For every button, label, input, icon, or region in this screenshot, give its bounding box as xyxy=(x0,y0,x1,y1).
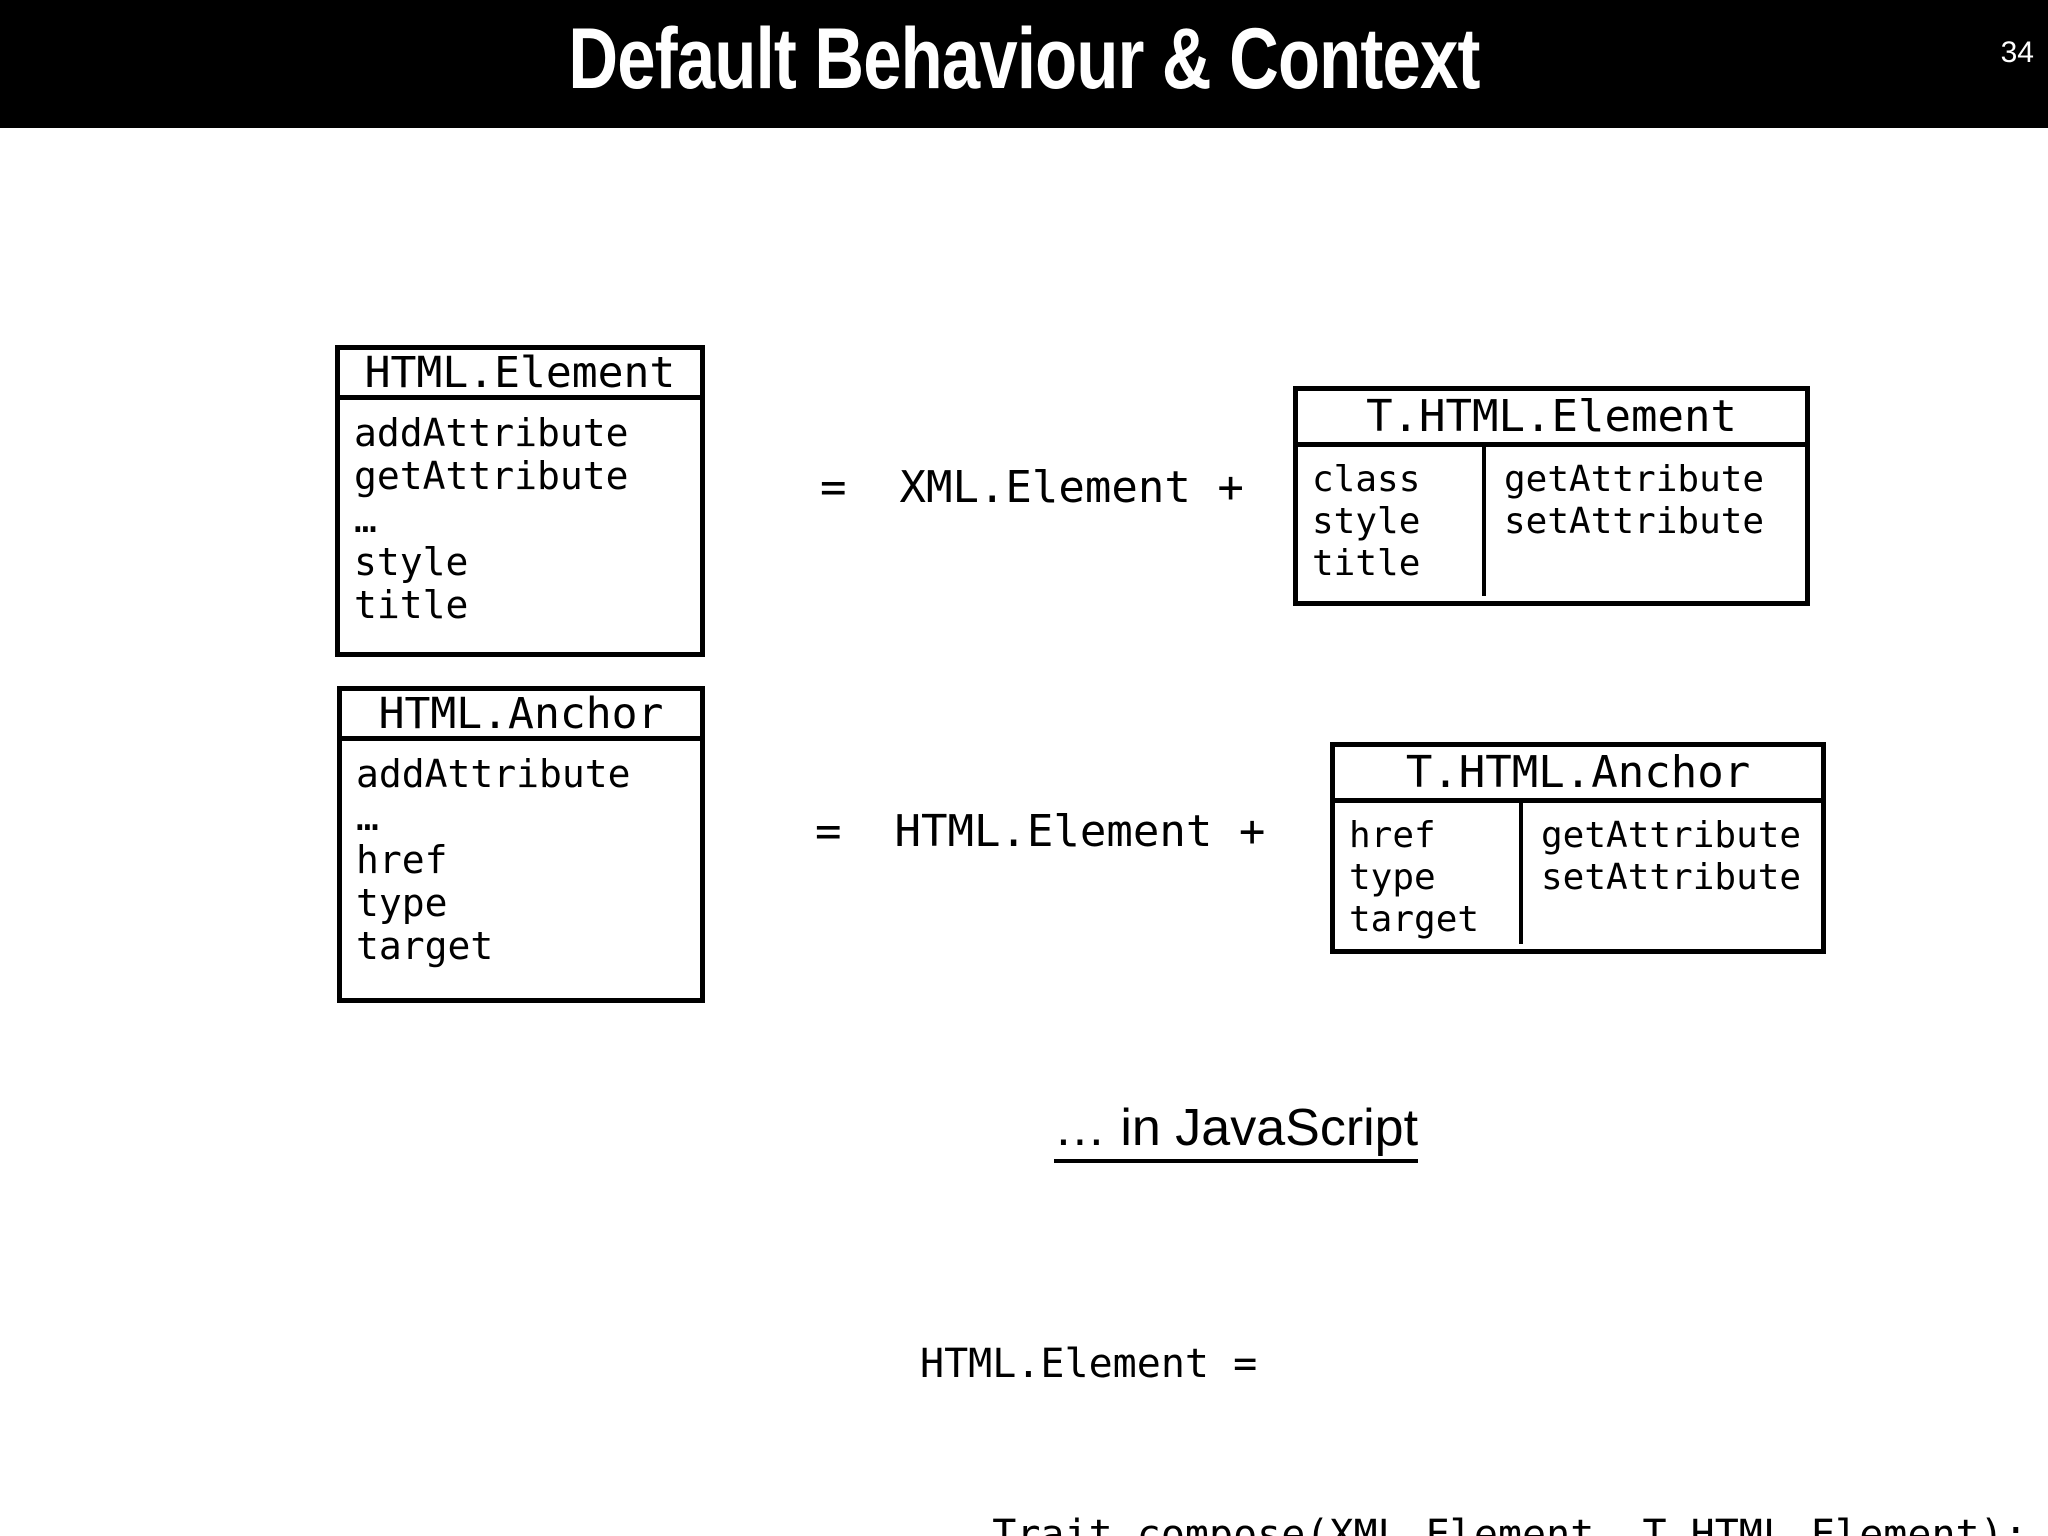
trait-provided-row: setAttribute xyxy=(1504,501,1765,542)
member-row: type xyxy=(356,881,448,925)
class-box-html-element-title: HTML.Element xyxy=(340,350,700,400)
member-row: title xyxy=(354,583,469,627)
trait-box-t-html-anchor-title: T.HTML.Anchor xyxy=(1335,747,1821,803)
member-row: target xyxy=(356,924,494,968)
trait-provided-column: getAttribute setAttribute xyxy=(1523,803,1821,944)
member-row: … xyxy=(356,795,379,839)
member-row: getAttribute xyxy=(354,454,629,498)
slide-title-bar: Default Behaviour & Context 34 xyxy=(0,0,2048,128)
class-box-html-anchor-members: addAttribute … href type target xyxy=(342,741,700,968)
member-row: href xyxy=(356,838,448,882)
member-row: addAttribute xyxy=(356,752,631,796)
code-line: Trait.compose(XML.Element, T.HTML.Elemen… xyxy=(920,1512,2028,1536)
trait-provided-row: setAttribute xyxy=(1541,857,1802,898)
trait-box-t-html-anchor: T.HTML.Anchor href type target getAttrib… xyxy=(1330,742,1826,954)
class-box-html-element-members: addAttribute getAttribute … style title xyxy=(340,400,700,627)
javascript-section-heading: … in JavaScript xyxy=(0,1098,2048,1163)
trait-required-row: type xyxy=(1349,857,1436,898)
javascript-section-heading-text: … in JavaScript xyxy=(1053,1099,1419,1163)
page-title: Default Behaviour & Context xyxy=(568,11,1480,107)
equation-html-anchor: = HTML.Element + xyxy=(815,806,1266,857)
trait-columns: class style title getAttribute setAttrib… xyxy=(1298,447,1805,596)
class-box-html-anchor-title: HTML.Anchor xyxy=(342,691,700,741)
trait-required-row: class xyxy=(1312,459,1421,500)
page-number: 34 xyxy=(2000,36,2034,69)
trait-required-row: href xyxy=(1349,815,1436,856)
trait-required-column: href type target xyxy=(1335,803,1523,944)
class-box-html-anchor: HTML.Anchor addAttribute … href type tar… xyxy=(337,686,705,1003)
member-row: addAttribute xyxy=(354,411,629,455)
javascript-code-block: HTML.Element = Trait.compose(XML.Element… xyxy=(920,1222,2028,1536)
trait-required-column: class style title xyxy=(1298,447,1486,596)
class-box-html-element: HTML.Element addAttribute getAttribute …… xyxy=(335,345,705,657)
trait-columns: href type target getAttribute setAttribu… xyxy=(1335,803,1821,944)
trait-provided-column: getAttribute setAttribute xyxy=(1486,447,1805,596)
trait-required-row: title xyxy=(1312,543,1421,584)
code-line: HTML.Element = xyxy=(920,1341,1258,1387)
member-row: style xyxy=(354,540,469,584)
equation-html-element: = XML.Element + xyxy=(820,462,1244,513)
trait-provided-row: getAttribute xyxy=(1541,815,1802,856)
member-row: … xyxy=(354,497,377,541)
trait-box-t-html-element-title: T.HTML.Element xyxy=(1298,391,1805,447)
trait-required-row: target xyxy=(1349,899,1480,940)
trait-provided-row: getAttribute xyxy=(1504,459,1765,500)
trait-required-row: style xyxy=(1312,501,1421,542)
trait-box-t-html-element: T.HTML.Element class style title getAttr… xyxy=(1293,386,1810,606)
